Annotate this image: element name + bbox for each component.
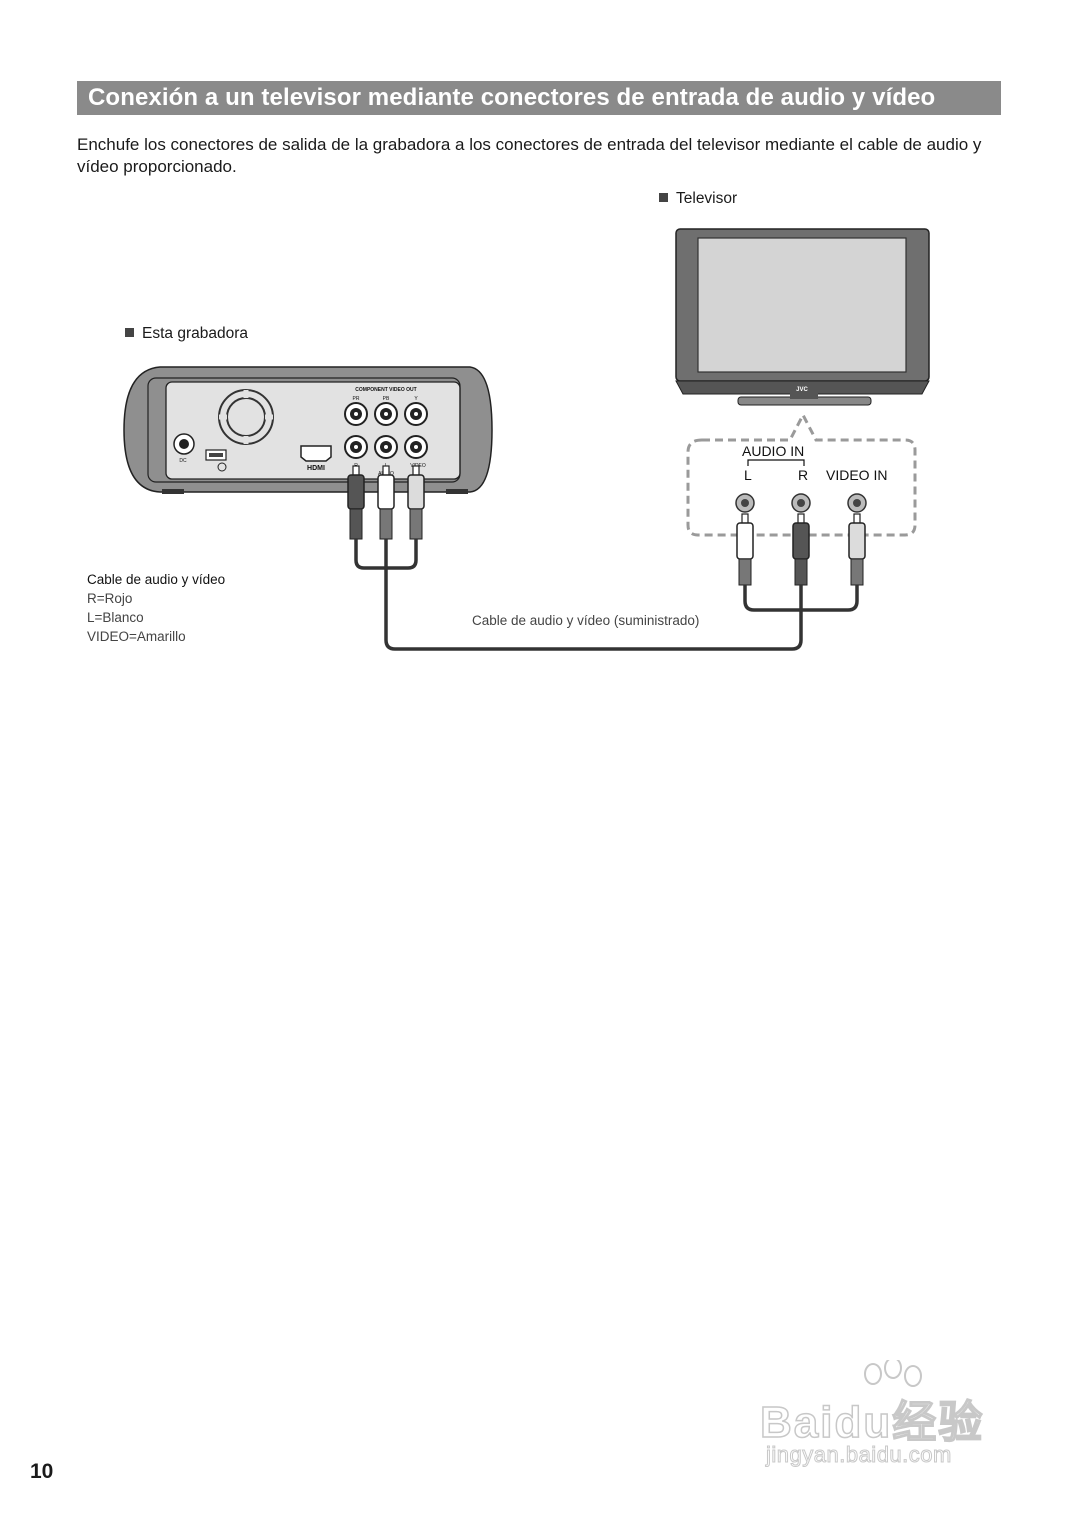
cable-color-legend: Cable de audio y vídeo R=Rojo L=Blanco V… xyxy=(87,570,225,646)
legend-yellow: VIDEO=Amarillo xyxy=(87,629,186,644)
recorder-label: Esta grabadora xyxy=(125,325,248,343)
watermark-logo: Baidu经验 xyxy=(759,1397,985,1448)
paw-icon xyxy=(864,1360,922,1387)
tv-jack-r xyxy=(791,493,811,513)
tv-plug-yellow xyxy=(848,513,866,586)
tv-label: Televisor xyxy=(659,190,737,208)
legend-red: R=Rojo xyxy=(87,591,133,606)
page-number: 10 xyxy=(30,1460,54,1483)
cable-label: Cable de audio y vídeo (suministrado) xyxy=(472,613,700,628)
component-jack-pb xyxy=(374,402,398,426)
square-bullet-icon xyxy=(125,328,134,337)
recorder-plug-red xyxy=(347,465,365,540)
av-cable xyxy=(354,539,859,651)
component-video-out-label: COMPONENT VIDEO OUT xyxy=(355,387,416,393)
square-bullet-icon xyxy=(659,193,668,202)
legend-white: L=Blanco xyxy=(87,610,144,625)
recorder-plug-yellow xyxy=(407,465,425,540)
television-illustration: JVC xyxy=(675,228,930,406)
component-jack-y xyxy=(404,402,428,426)
tv-plug-white xyxy=(736,513,754,586)
recorder-plug-white xyxy=(377,465,395,540)
legend-title: Cable de audio y vídeo xyxy=(87,572,226,587)
section-heading: Conexión a un televisor mediante conecto… xyxy=(77,81,1001,115)
audio-in-l-label: L xyxy=(744,467,752,483)
audio-in-label: AUDIO IN xyxy=(742,443,804,459)
audio-jack-l xyxy=(374,435,398,459)
svg-text:Y: Y xyxy=(414,396,418,402)
input-callout-outline xyxy=(686,411,917,537)
tv-jack-l xyxy=(735,493,755,513)
watermark-url: jingyan.baidu.com xyxy=(766,1442,952,1468)
tv-jack-video xyxy=(847,493,867,513)
connection-diagram: JVC AUDIO IN L R VIDEO IN D xyxy=(123,228,930,651)
audio-jack-r xyxy=(344,435,368,459)
intro-paragraph: Enchufe los conectores de salida de la g… xyxy=(77,135,982,176)
hdmi-label: HDMI xyxy=(307,465,325,472)
svg-text:PR: PR xyxy=(353,396,360,402)
video-in-label: VIDEO IN xyxy=(826,467,887,483)
svg-text:PB: PB xyxy=(383,396,390,402)
dc-label: DC xyxy=(179,458,187,464)
component-jack-pr xyxy=(344,402,368,426)
audio-in-r-label: R xyxy=(798,467,808,483)
video-jack xyxy=(404,435,428,459)
tv-plug-red xyxy=(792,513,810,586)
recorder-illustration: DC HDMI COMPONENT VIDEO OUT PR PB Y R L … xyxy=(123,366,493,494)
section-heading-text: Conexión a un televisor mediante conecto… xyxy=(88,84,936,111)
tv-brand: JVC xyxy=(796,387,808,393)
